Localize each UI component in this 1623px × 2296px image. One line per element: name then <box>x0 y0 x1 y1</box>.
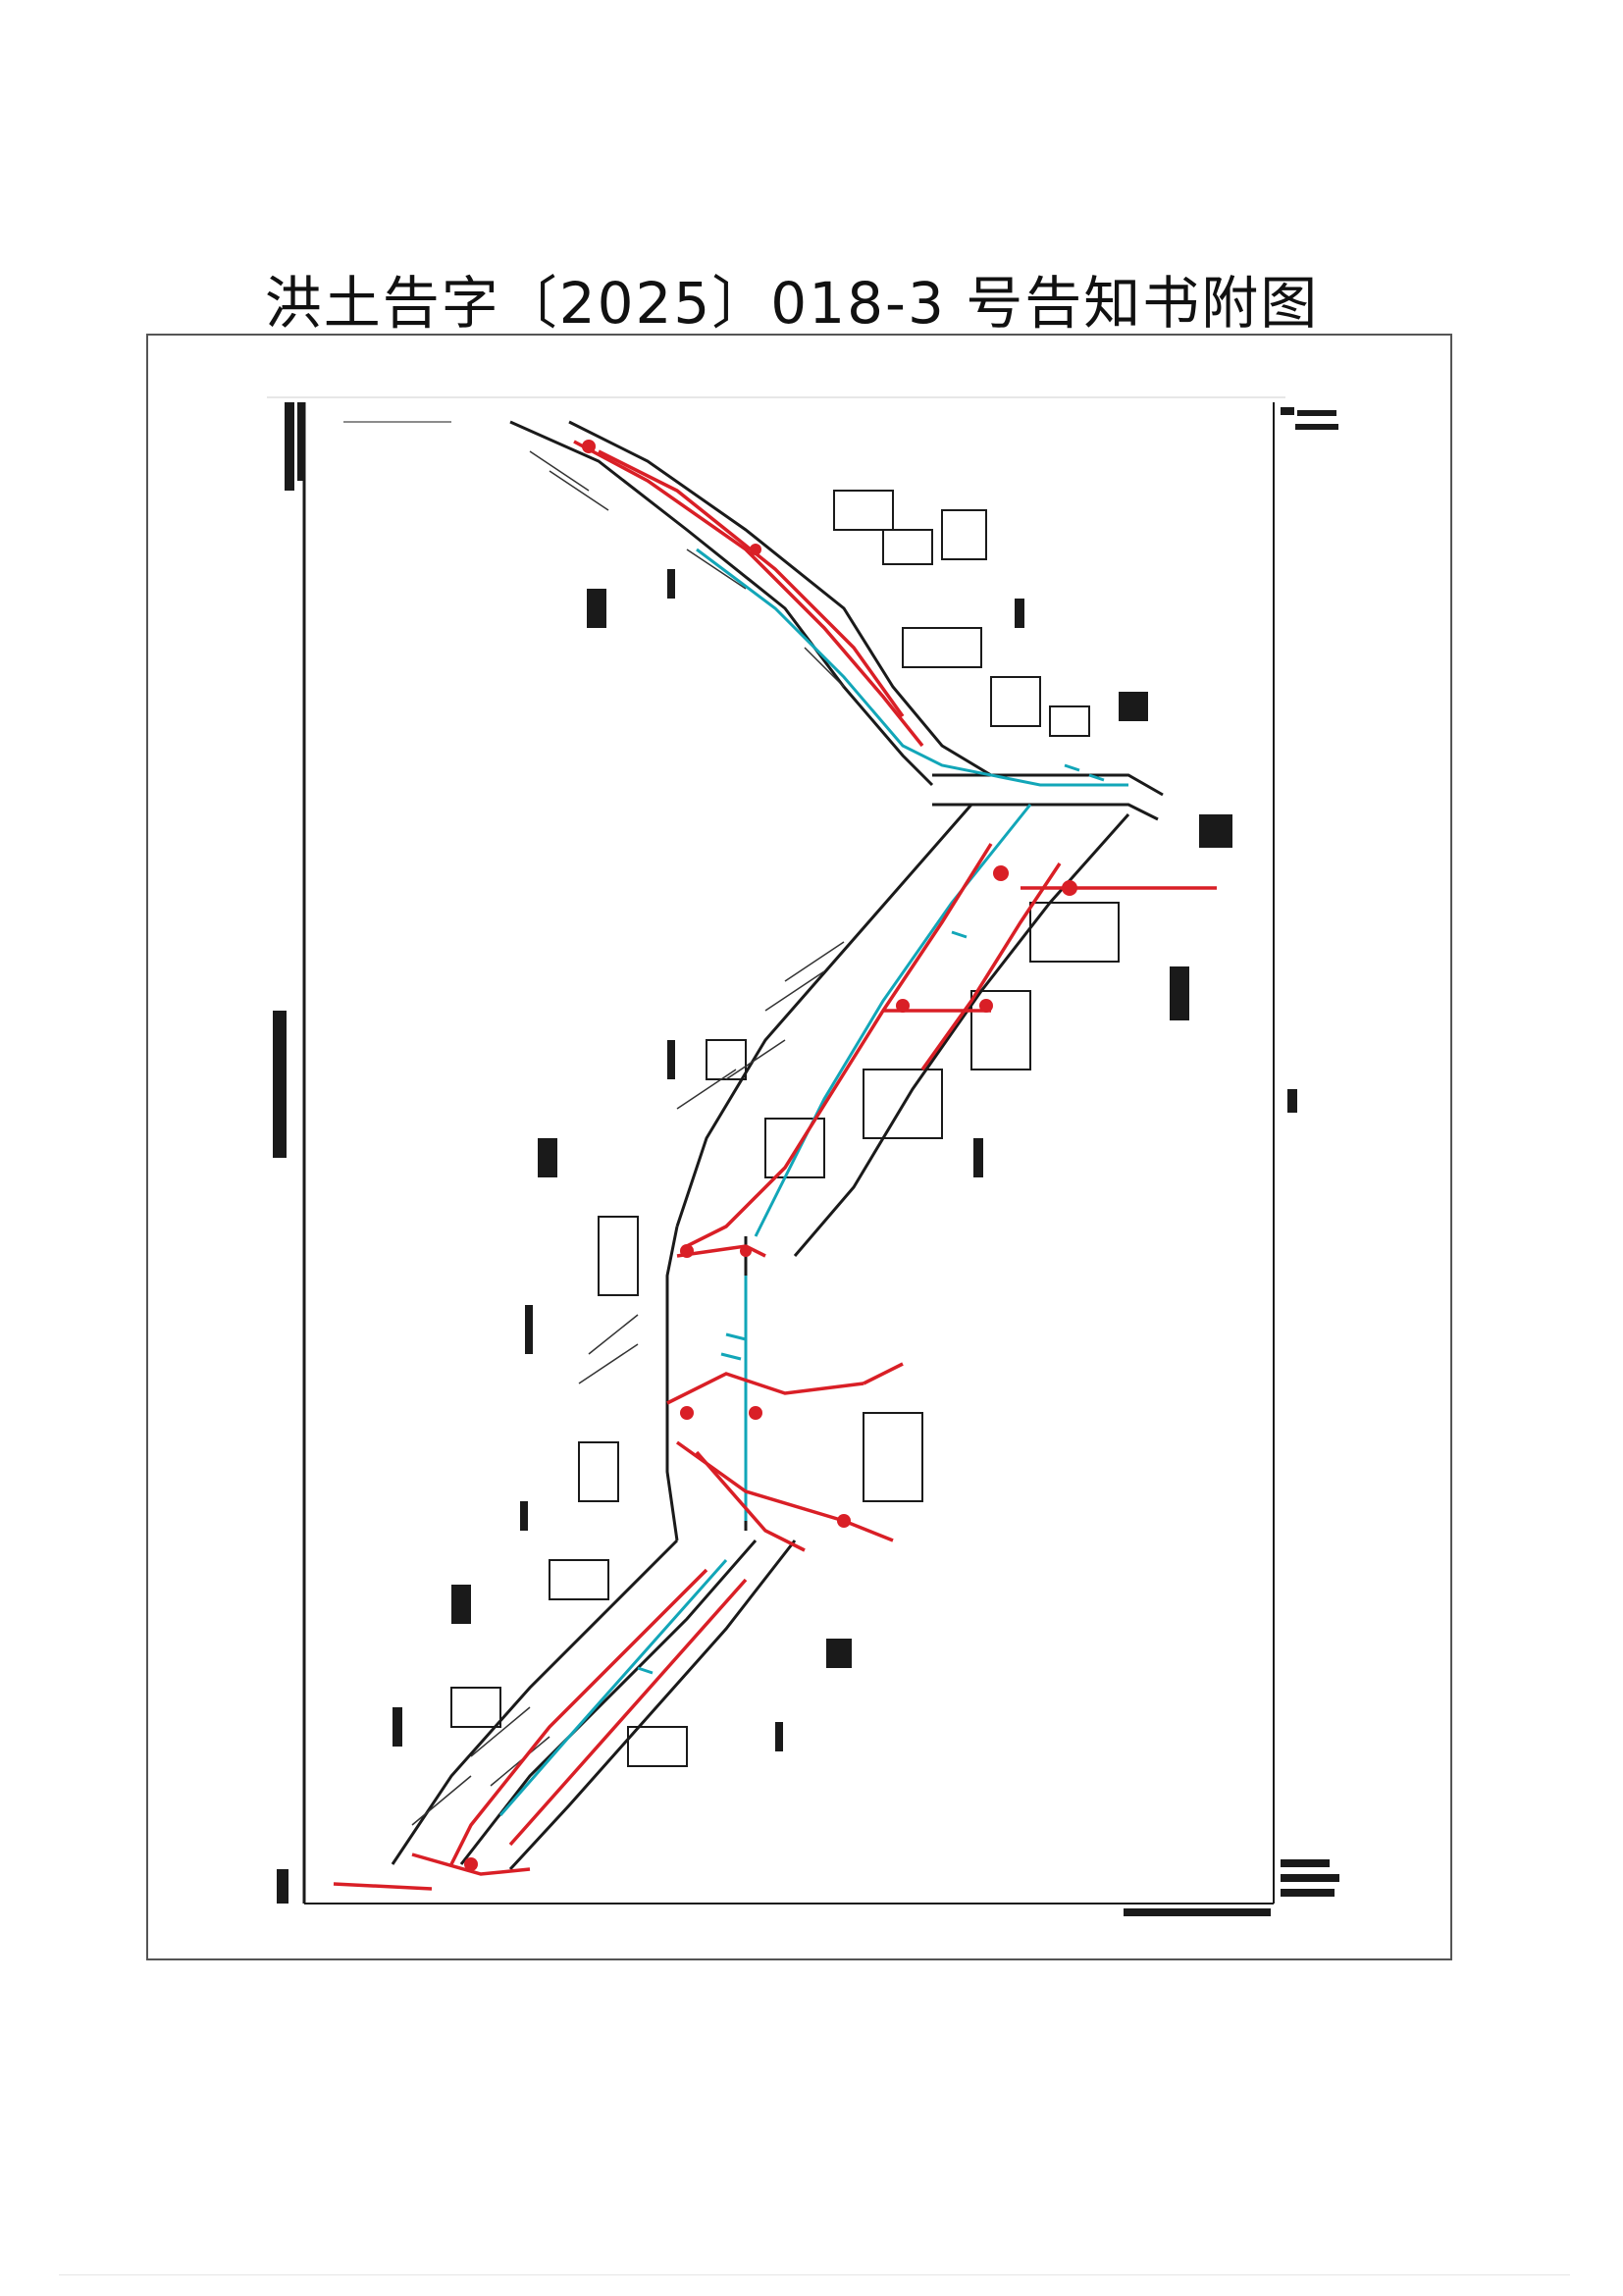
page-title: 洪土告字〔2025〕018-3 号告知书附图 <box>0 257 1623 339</box>
cyan-centerline <box>498 548 1128 1816</box>
red-markers <box>464 440 1077 1871</box>
title-block-left <box>273 402 303 1904</box>
page-title-text: 洪土告字〔2025〕018-3 号告知书附图 <box>264 270 1320 337</box>
building-blocks <box>450 490 1120 1767</box>
figure-frame <box>146 334 1452 1960</box>
title-block-right <box>1124 407 1339 1916</box>
map-hatching <box>411 450 845 1826</box>
page-bottom-edge <box>59 2274 1570 2275</box>
annotation-labels <box>393 569 1232 1751</box>
drawing-border <box>267 396 1285 1905</box>
red-boundary-lines <box>333 440 1217 1891</box>
road-corridor-linework <box>391 420 1164 1871</box>
